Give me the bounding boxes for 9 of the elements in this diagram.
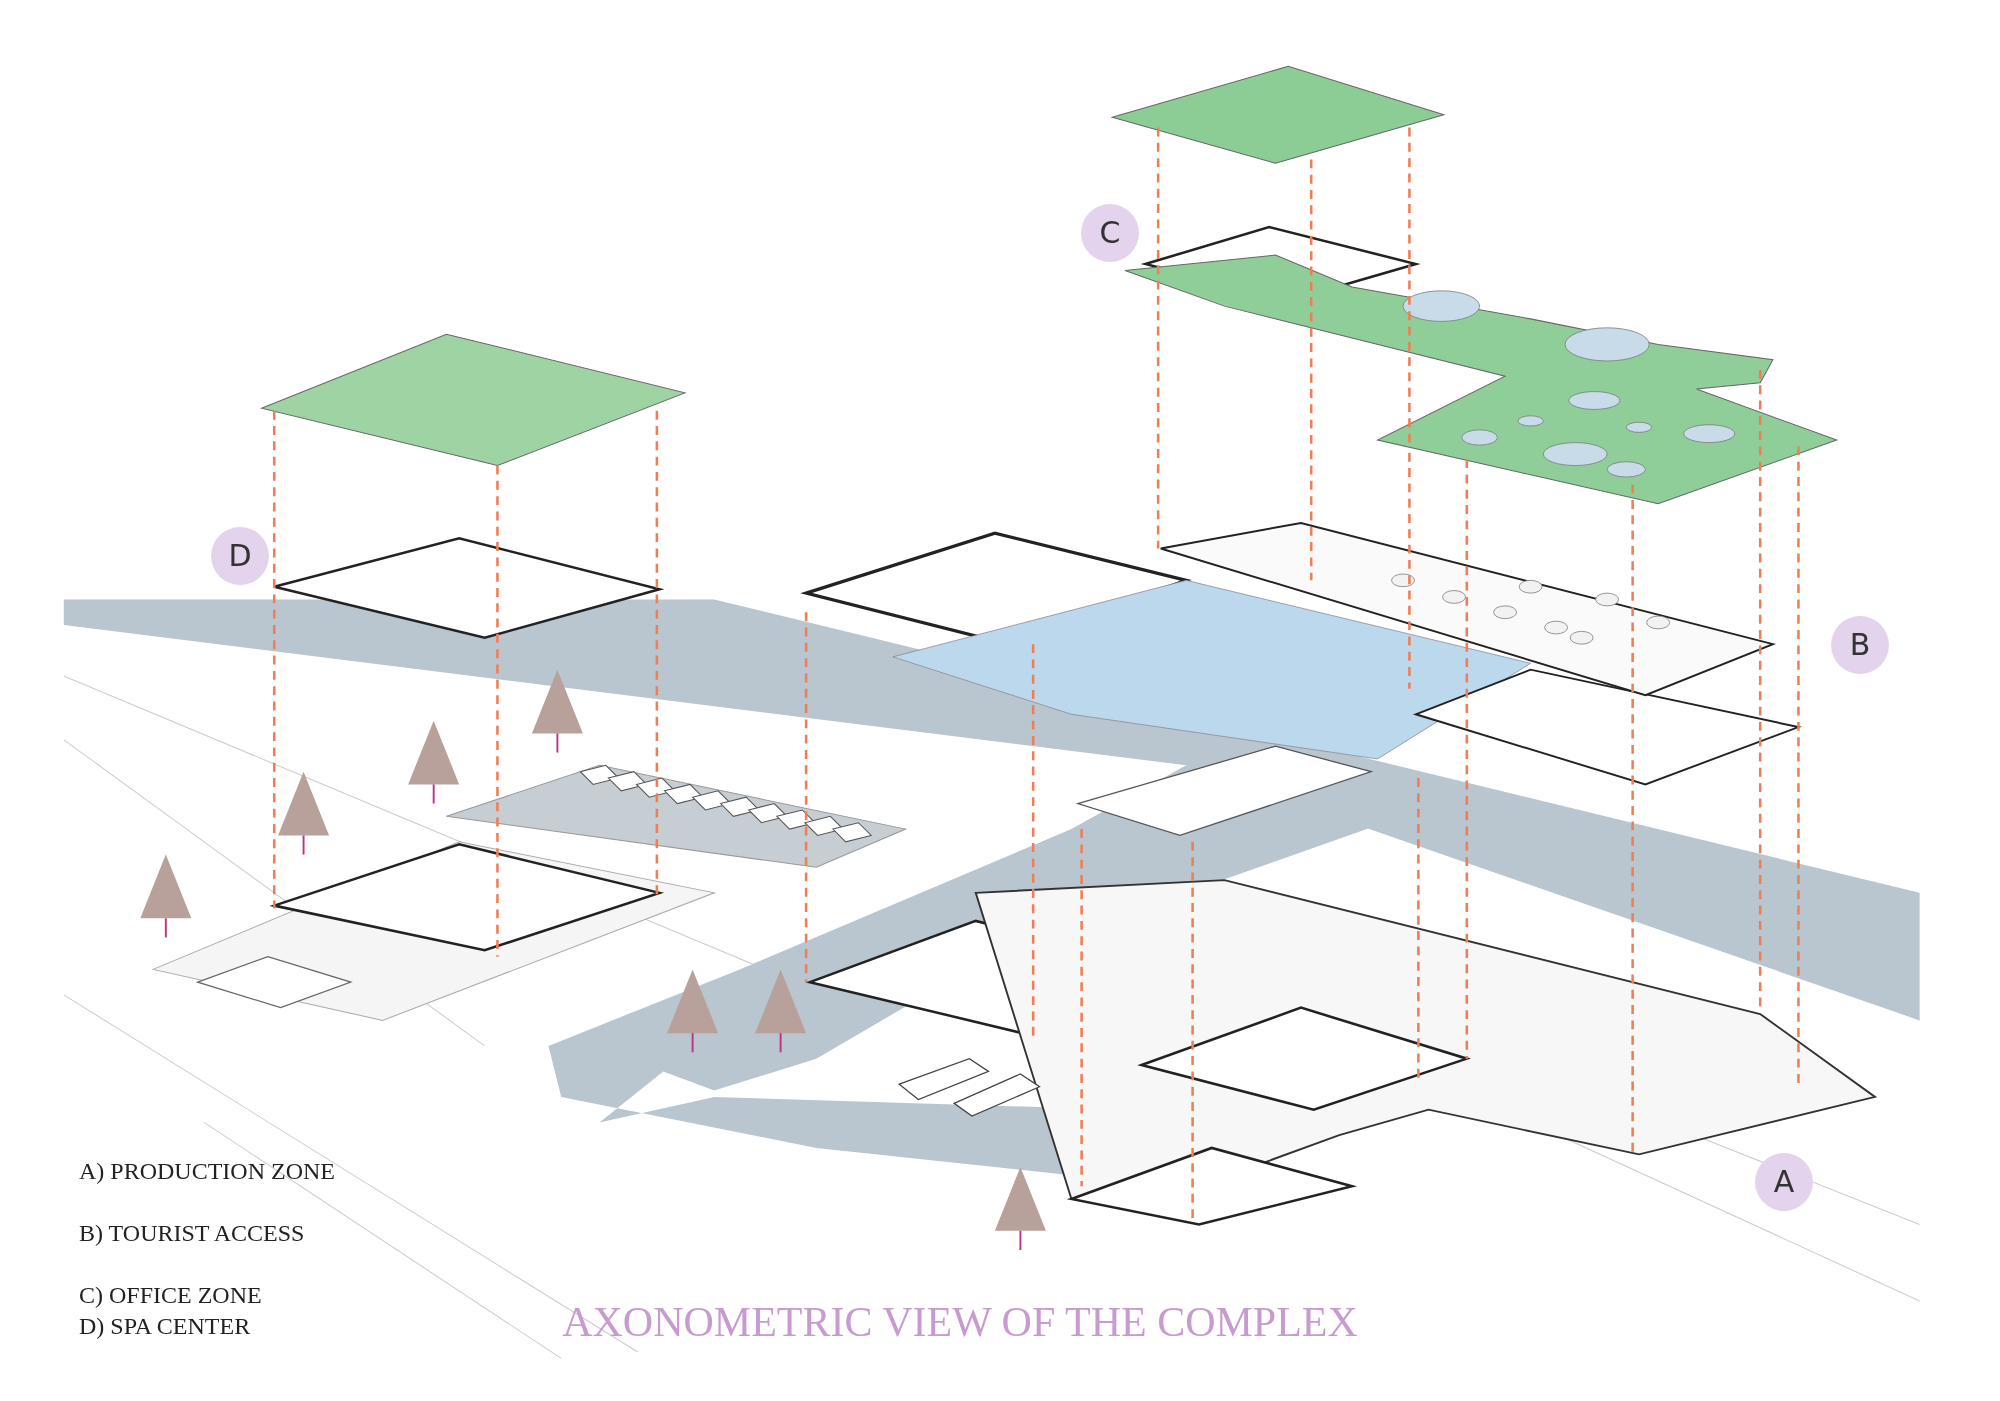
key-text: D) SPA CENTER — [79, 1312, 252, 1341]
callout-letter: B — [1831, 616, 1889, 674]
key-text: C) OFFICE ZONE — [79, 1281, 263, 1310]
callout-letter: A — [1755, 1153, 1813, 1211]
key-text: B) TOURIST ACCESS — [79, 1219, 306, 1248]
drawing-title: AXONOMETRIC VIEW OF THE COMPLEX — [561, 1298, 1359, 1346]
callout-letter: C — [1081, 204, 1139, 262]
key-text: A) PRODUCTION ZONE — [79, 1157, 336, 1186]
callout-letter: D — [211, 527, 269, 585]
